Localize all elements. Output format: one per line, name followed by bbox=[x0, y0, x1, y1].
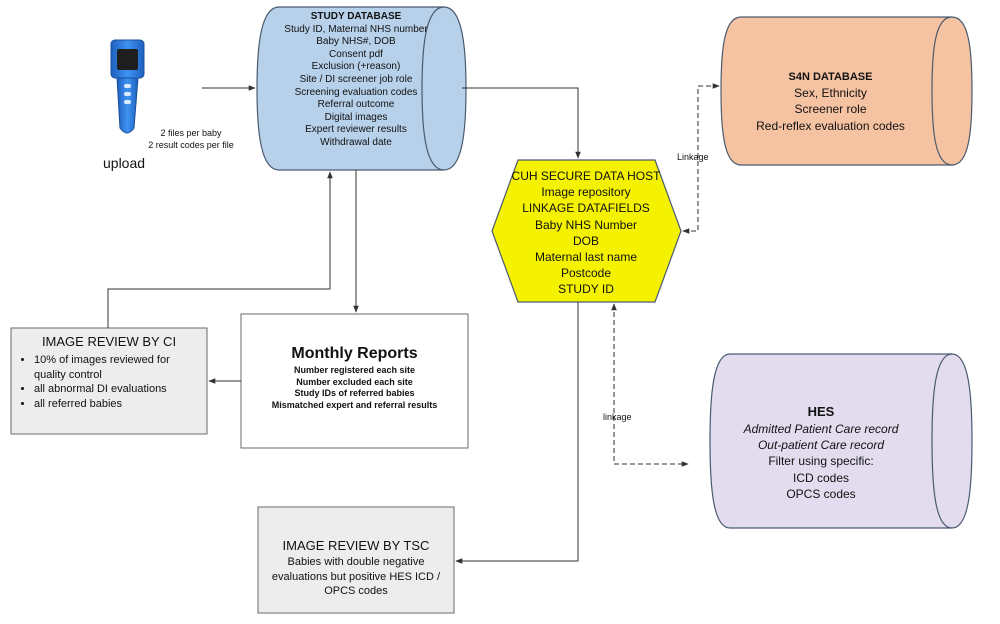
tsc-line: OPCS codes bbox=[324, 585, 388, 597]
list-item: all referred babies bbox=[34, 397, 204, 412]
monthly-reports-box bbox=[240, 313, 469, 449]
image-review-ci-list: 10% of images reviewed for quality contr… bbox=[14, 353, 204, 411]
image-review-tsc-text: IMAGE REVIEW BY TSC Babies with double n… bbox=[261, 537, 451, 599]
cuh-secure-data-host-text: CUH SECURE DATA HOST Image repository LI… bbox=[506, 168, 666, 298]
study-db-field: Digital images bbox=[324, 111, 388, 123]
monthly-report-item: Number excluded each site bbox=[296, 376, 413, 387]
s4n-field: Red-reflex evaluation codes bbox=[756, 118, 905, 133]
s4n-database-text: S4N DATABASE Sex, Ethnicity Screener rol… bbox=[728, 69, 933, 134]
study-to-cuh-arrow bbox=[462, 87, 581, 159]
image-review-ci-title: IMAGE REVIEW BY CI bbox=[41, 334, 177, 349]
ci-to-study-arrow bbox=[107, 171, 333, 328]
cuh-line: Image repository bbox=[541, 185, 631, 200]
study-db-field: Study ID, Maternal NHS number bbox=[284, 23, 428, 35]
monthly-report-item: Number registered each site bbox=[293, 365, 416, 375]
image-review-tsc-title: IMAGE REVIEW BY TSC bbox=[282, 538, 430, 553]
image-review-ci-text: IMAGE REVIEW BY CI 10% of images reviewe… bbox=[14, 333, 204, 411]
study-db-field: Site / DI screener job role bbox=[299, 73, 413, 85]
tsc-line: evaluations but positive HES ICD / bbox=[271, 570, 441, 583]
cuh-line: Maternal last name bbox=[534, 250, 638, 265]
hes-line: ICD codes bbox=[792, 470, 850, 485]
cuh-line: Postcode bbox=[560, 266, 612, 281]
cuh-line: DOB bbox=[572, 233, 599, 248]
monthly-reports-text: Monthly Reports Number registered each s… bbox=[244, 343, 465, 411]
cuh-secure-data-host-hexagon bbox=[491, 159, 682, 303]
hes-text: HES Admitted Patient Care record Out-pat… bbox=[716, 403, 926, 502]
study-database-cylinder bbox=[256, 6, 467, 171]
study-db-field: Referral outcome bbox=[317, 99, 395, 111]
study-db-field: Exclusion (+reason) bbox=[311, 61, 401, 73]
hes-record-line: Out-patient Care record bbox=[757, 438, 885, 453]
study-db-field: Screening evaluation codes bbox=[294, 86, 418, 98]
cuh-line: CUH SECURE DATA HOST bbox=[511, 169, 661, 183]
cuh-line: Baby NHS Number bbox=[534, 217, 638, 232]
hes-line: Filter using specific: bbox=[768, 454, 874, 469]
s4n-database-cylinder bbox=[720, 16, 973, 166]
hes-title: HES bbox=[807, 404, 835, 419]
list-item: 10% of images reviewed for quality contr… bbox=[34, 353, 204, 382]
files-note-line: 2 files per baby bbox=[160, 128, 222, 138]
image-review-ci-box bbox=[10, 327, 208, 435]
hes-line: OPCS codes bbox=[786, 486, 856, 501]
files-note-line: 2 result codes per file bbox=[148, 139, 234, 150]
study-db-field: Withdrawal date bbox=[320, 136, 392, 148]
study-database-title: STUDY DATABASE bbox=[310, 11, 402, 22]
handheld-screening-device-icon bbox=[110, 39, 145, 134]
monthly-reports-title: Monthly Reports bbox=[291, 345, 418, 362]
upload-label: upload bbox=[103, 155, 146, 171]
s4n-cuh-dashed-link bbox=[682, 83, 720, 234]
linkage-label-lower: linkage bbox=[603, 412, 632, 422]
s4n-field: Screener role bbox=[794, 102, 867, 117]
study-database-text: STUDY DATABASE Study ID, Maternal NHS nu… bbox=[262, 11, 450, 150]
tsc-line: Babies with double negative bbox=[287, 556, 425, 568]
study-db-field: Baby NHS#, DOB bbox=[316, 36, 396, 48]
study-db-field: Consent pdf bbox=[329, 48, 383, 60]
s4n-field: Sex, Ethnicity bbox=[794, 86, 867, 101]
image-review-tsc-box bbox=[257, 506, 455, 614]
s4n-database-title: S4N DATABASE bbox=[788, 71, 873, 83]
hes-database-cylinder bbox=[709, 353, 973, 529]
files-note: 2 files per baby 2 result codes per file bbox=[136, 128, 246, 151]
hes-record-line: Admitted Patient Care record bbox=[743, 422, 899, 436]
linkage-label-upper: Linkage bbox=[677, 152, 709, 162]
cuh-line: LINKAGE DATAFIELDS bbox=[522, 201, 650, 216]
study-db-field: Expert reviewer results bbox=[305, 124, 407, 136]
cuh-hes-dashed-link bbox=[611, 303, 689, 467]
cuh-to-tsc-arrow bbox=[455, 302, 579, 564]
cuh-line: STUDY ID bbox=[558, 282, 614, 297]
monthly-report-item: Study IDs of referred babies bbox=[294, 388, 415, 398]
list-item: all abnormal DI evaluations bbox=[34, 382, 204, 397]
monthly-report-item: Mismatched expert and referral results bbox=[271, 399, 438, 410]
